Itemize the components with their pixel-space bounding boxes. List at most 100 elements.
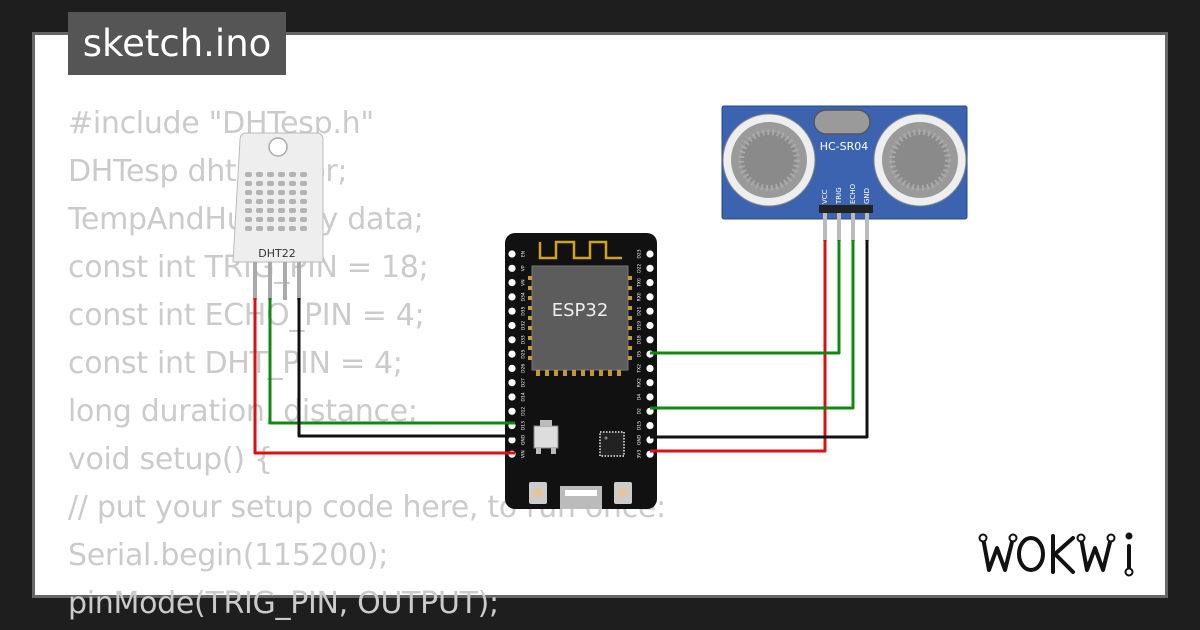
esp32-pin-right[interactable] xyxy=(646,422,654,430)
esp32-pin-right[interactable] xyxy=(646,279,654,287)
esp32-pin-label: D21 xyxy=(637,306,643,315)
wire-ground-hcsr04[interactable] xyxy=(650,240,869,439)
code-line: Serial.begin(115200); xyxy=(68,538,389,573)
module-pad xyxy=(528,356,532,360)
dht22-vent xyxy=(245,199,252,204)
module-pad xyxy=(528,286,532,290)
esp32-pin-right[interactable] xyxy=(646,336,654,344)
code-line: #include "DHTesp.h" xyxy=(68,106,374,141)
module-pad xyxy=(581,370,585,376)
esp32-pin-left[interactable] xyxy=(508,336,516,344)
esp32-pin-label: EN xyxy=(521,251,527,257)
module-pad xyxy=(628,336,632,340)
module-pad xyxy=(590,370,594,376)
wire-power-hcsr04[interactable] xyxy=(650,240,827,453)
esp32-pin-label: D32 xyxy=(521,321,527,330)
dht22-vent xyxy=(300,217,307,222)
dht22-vent xyxy=(289,172,296,177)
esp32-pin-label: D22 xyxy=(637,264,643,273)
dht22-vent xyxy=(245,217,252,222)
dht22-vent xyxy=(278,199,285,204)
dht22-vent xyxy=(300,226,307,231)
module-pad xyxy=(628,346,632,350)
module-pad xyxy=(628,326,632,330)
dht22-vent xyxy=(256,208,263,213)
dht22-vent xyxy=(278,190,285,195)
dht22-vent xyxy=(256,226,263,231)
esp32-pin-left[interactable] xyxy=(508,307,516,315)
esp32-label: ESP32 xyxy=(552,300,609,321)
dht22-sensor[interactable]: DHT22 xyxy=(232,132,324,300)
dht22-vent xyxy=(278,208,285,213)
esp32-pin-label: 3V3 xyxy=(637,450,643,459)
dht22-vent xyxy=(245,181,252,186)
module-pad xyxy=(628,276,632,280)
module-pad xyxy=(528,276,532,280)
wires xyxy=(253,240,869,455)
esp32-pin-right[interactable] xyxy=(646,250,654,258)
esp32-pin-label: D19 xyxy=(637,321,643,330)
dht22-vent xyxy=(278,172,285,177)
esp32-pin-right[interactable] xyxy=(646,321,654,330)
esp32-pin-left[interactable] xyxy=(508,279,516,287)
dht22-vent xyxy=(245,190,252,195)
esp32-pin-label: VP xyxy=(521,265,527,271)
wire-echo-hcsr04[interactable] xyxy=(650,240,855,410)
module-pad xyxy=(528,316,532,320)
esp32-pin-right[interactable] xyxy=(646,293,654,301)
wokwi-logo xyxy=(978,532,1134,577)
esp32-pin-label: D18 xyxy=(637,335,643,344)
esp32-pin-left[interactable] xyxy=(508,436,516,444)
module-pad xyxy=(628,296,632,300)
hc-sr04-pin-label: TRIG xyxy=(835,187,843,205)
wire-power-dht[interactable] xyxy=(253,298,515,455)
module-pad xyxy=(599,370,603,376)
esp32-pin-left[interactable] xyxy=(508,393,516,401)
module-pad xyxy=(572,370,576,376)
filename-title: sketch.ino xyxy=(68,12,286,75)
esp32-pin-label: D14 xyxy=(521,392,527,401)
esp32-board[interactable]: ESP32 ENVPVND34D35D32D33D25D26D27D14D12D… xyxy=(505,233,657,509)
esp32-pin-left[interactable] xyxy=(508,321,516,330)
esp32-pin-left[interactable] xyxy=(508,264,516,272)
dht22-vent xyxy=(267,199,274,204)
code-line: void setup() { xyxy=(68,442,273,477)
code-line: long duration, distance; xyxy=(68,394,418,429)
hc-sr04-label: HC-SR04 xyxy=(820,140,869,153)
esp32-pin-right[interactable] xyxy=(646,364,654,372)
dht22-vent xyxy=(256,172,263,177)
esp32-pin-right[interactable] xyxy=(646,264,654,272)
module-pad xyxy=(528,346,532,350)
wire-signal-dht[interactable] xyxy=(268,298,515,425)
wire-trig-hcsr04[interactable] xyxy=(650,240,841,355)
esp32-pin-label: D2 xyxy=(637,408,643,414)
module-pad xyxy=(528,326,532,330)
esp32-pin-left[interactable] xyxy=(508,379,516,387)
esp32-pin-label: D23 xyxy=(637,249,643,258)
dht22-vent xyxy=(300,208,307,213)
esp32-pin-label: D27 xyxy=(521,378,527,387)
esp32-pin-right[interactable] xyxy=(646,393,654,401)
esp32-pin-label: D13 xyxy=(521,421,527,430)
dht22-vent xyxy=(300,172,307,177)
hc-sr04-sensor[interactable]: HC-SR04 VCC TRIG ECHO GND xyxy=(721,105,968,241)
esp32-pin-left[interactable] xyxy=(508,350,516,358)
esp32-pin-label: TX0 xyxy=(637,278,643,288)
esp32-pin-left[interactable] xyxy=(508,293,516,301)
esp32-pin-label: D12 xyxy=(521,407,527,416)
dht22-vent xyxy=(278,226,285,231)
esp32-pin-label: D4 xyxy=(637,394,643,400)
wire-ground-dht[interactable] xyxy=(297,298,515,438)
module-pad xyxy=(563,370,567,376)
esp32-pin-label: D15 xyxy=(637,421,643,430)
esp32-pin-right[interactable] xyxy=(646,307,654,315)
esp32-pin-left[interactable] xyxy=(508,407,516,415)
esp32-pin-right[interactable] xyxy=(646,379,654,387)
esp32-pin-label: GND xyxy=(521,434,527,445)
esp32-pin-left[interactable] xyxy=(508,364,516,372)
esp32-pin-label: D35 xyxy=(521,306,527,315)
esp32-pin-left[interactable] xyxy=(508,250,516,258)
dht22-vent xyxy=(289,181,296,186)
esp32-pin-label: VIN xyxy=(521,450,527,458)
esp32-pin-label: TX2 xyxy=(637,364,643,374)
